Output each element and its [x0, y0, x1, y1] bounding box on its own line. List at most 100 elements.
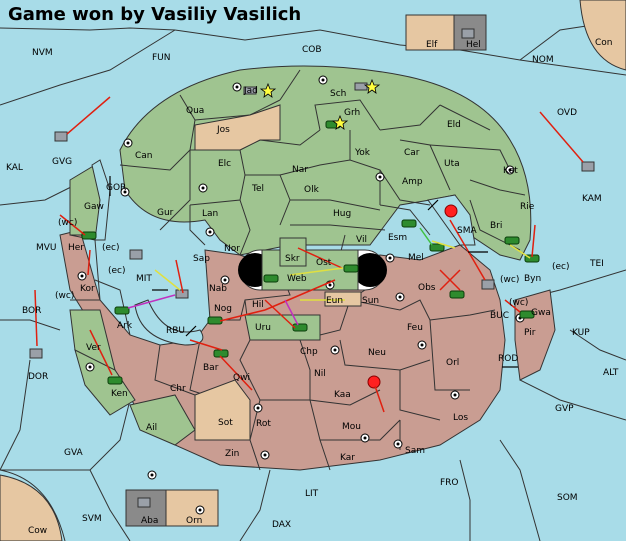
- fleet-icon: [581, 161, 595, 172]
- territory-orn[interactable]: [165, 489, 219, 527]
- map-label: Hel: [466, 40, 481, 50]
- map-label: Gaw: [84, 202, 104, 212]
- map-label: Qua: [186, 106, 204, 116]
- battle-markers: [367, 204, 458, 389]
- territory-elf[interactable]: [405, 14, 455, 51]
- map-label: MIT: [136, 274, 152, 284]
- lake-east-cap: [353, 253, 387, 287]
- map-label: Zin: [225, 449, 239, 459]
- map-label: NVM: [32, 48, 53, 58]
- map-label: Ail: [146, 423, 157, 433]
- hold-arrows: [419, 227, 433, 246]
- map-label: (wc): [55, 291, 74, 301]
- connector-arrows: [109, 176, 518, 368]
- map-label: Pir: [524, 328, 536, 338]
- map-label: (ec): [102, 243, 120, 253]
- map-label: FUN: [152, 53, 171, 63]
- fleet-icon: [129, 249, 143, 260]
- army-icon: [504, 236, 520, 245]
- map-label: Nar: [292, 165, 308, 175]
- fleet-icon: [461, 28, 475, 39]
- map-label: KUP: [572, 328, 590, 338]
- order-arrows: [34, 96, 584, 413]
- map-label: Uru: [255, 323, 271, 333]
- map-label: BOR: [22, 306, 41, 316]
- territory-skr[interactable]: [279, 237, 307, 267]
- map-label: BUC: [490, 311, 509, 321]
- fleet-icon: [54, 131, 68, 142]
- map-label: Con: [595, 38, 613, 48]
- fleet-icon: [354, 82, 368, 91]
- army-icon: [114, 306, 130, 315]
- map-label: Her: [68, 243, 84, 253]
- map-label: TEI: [589, 259, 604, 269]
- sea-sma[interactable]: [427, 194, 476, 246]
- map-label: Gur: [157, 208, 174, 218]
- map-label: Skr: [285, 254, 300, 264]
- sea-gor[interactable]: [91, 159, 111, 241]
- map-label: Lan: [202, 209, 218, 219]
- map-label: Nog: [214, 304, 232, 314]
- map-label: Feu: [407, 323, 423, 333]
- map-label: NOM: [532, 55, 554, 65]
- map-label: Olk: [304, 185, 320, 195]
- map-label: GVG: [52, 157, 72, 167]
- map-label: Hil: [252, 300, 264, 310]
- fleet-icon: [137, 497, 151, 508]
- map-label: DOR: [28, 372, 48, 382]
- map-label: Nor: [224, 244, 240, 254]
- army-units: [81, 120, 540, 385]
- map-label: Eun: [326, 296, 343, 306]
- territory-sot[interactable]: [194, 379, 251, 441]
- map-label: Obs: [418, 283, 436, 293]
- army-icon: [449, 290, 465, 299]
- map-label: Chp: [300, 347, 318, 357]
- map-label: SOM: [557, 493, 578, 503]
- sea-labels: NVM FUN COB NOM Con OVD KAL GVG GOR KAM …: [6, 38, 619, 536]
- territory-aba[interactable]: [125, 489, 167, 527]
- map-label: KAL: [6, 163, 23, 173]
- territory-ail[interactable]: [129, 394, 196, 446]
- territory-labels: Elf Hel Jad Sch Qua Jos Grh Eld Can Elc …: [55, 40, 570, 526]
- territory-eun[interactable]: [324, 291, 362, 307]
- map-label: Orn: [186, 516, 202, 526]
- map-label: Aba: [141, 516, 158, 526]
- map-label: Can: [135, 151, 153, 161]
- map-label: Kaa: [334, 390, 351, 400]
- army-icon: [213, 349, 229, 358]
- territory-jos[interactable]: [194, 104, 281, 151]
- map-label: Bar: [203, 363, 219, 373]
- fleet-units: [29, 28, 595, 508]
- map-label: COB: [302, 45, 322, 55]
- map-label: GVA: [64, 448, 84, 458]
- sea-rbu[interactable]: [134, 299, 204, 346]
- map-label: Uta: [444, 159, 460, 169]
- map-label: (ec): [108, 266, 126, 276]
- map-label: FRO: [440, 478, 459, 488]
- map-label: Nab: [209, 284, 227, 294]
- map-label: Yok: [354, 148, 371, 158]
- army-icon: [81, 231, 97, 240]
- map-label: Sap: [193, 254, 210, 264]
- map-label: Chr: [170, 384, 186, 394]
- map-label: ROD: [498, 354, 518, 364]
- support-arrows: [154, 240, 531, 301]
- map-label: Orl: [446, 358, 459, 368]
- map-label: (wc): [58, 218, 77, 228]
- map-label: MVU: [36, 243, 57, 253]
- map-label: Amp: [402, 177, 423, 187]
- fleet-icon: [29, 348, 43, 359]
- fleet-icon: [243, 86, 257, 95]
- star-markers: [259, 78, 381, 130]
- territory-con[interactable]: [579, 0, 626, 71]
- map-label: DAX: [272, 520, 291, 530]
- map-label: Elc: [218, 159, 231, 169]
- map-label: Ver: [86, 343, 101, 353]
- map-label: ALT: [603, 368, 619, 378]
- army-icon: [429, 243, 445, 252]
- map-label: Los: [453, 413, 468, 423]
- territory-uru[interactable]: [244, 314, 321, 341]
- map-label: Eld: [447, 120, 461, 130]
- map-label: KAM: [582, 194, 602, 204]
